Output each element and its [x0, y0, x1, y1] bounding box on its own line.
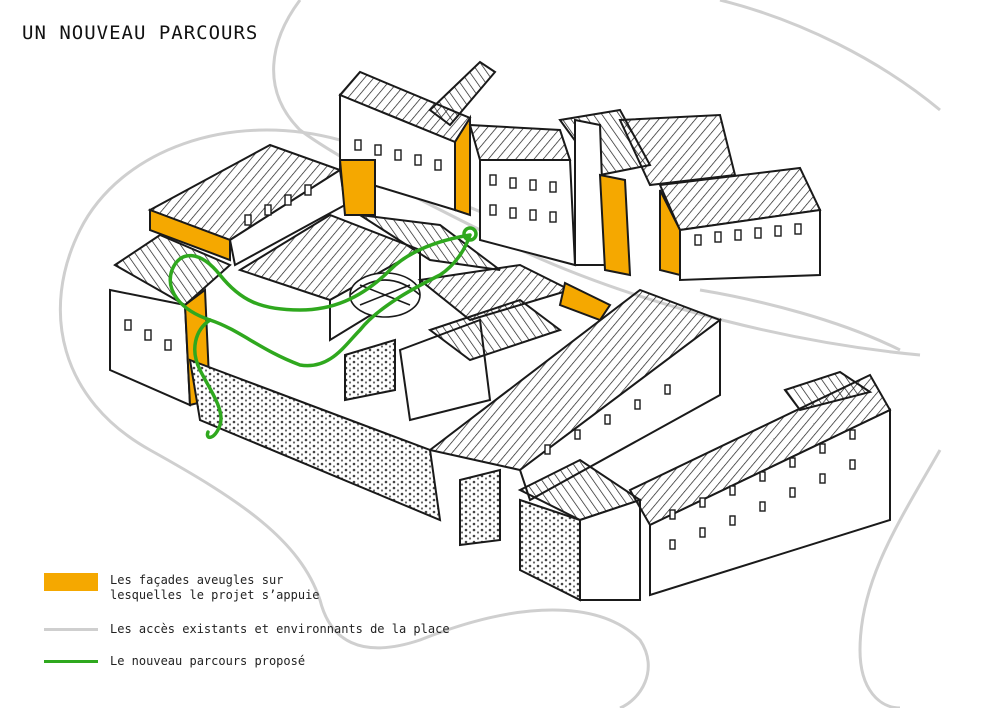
legend-label-existing-access: Les accès existants et environnants de l…: [110, 622, 450, 636]
legend-label-blind-facades: Les façades aveugles sur lesquelles le p…: [110, 573, 320, 602]
building-south-range: [188, 288, 892, 602]
page-title: UN NOUVEAU PARCOURS: [22, 22, 259, 44]
building-west-wing: [109, 143, 376, 407]
legend-item-existing-access: Les accès existants et environnants de l…: [44, 622, 450, 637]
legend-label-new-route: Le nouveau parcours proposé: [110, 654, 306, 668]
orange-fill-swatch: [44, 573, 98, 591]
windows: [124, 139, 856, 550]
green-line-swatch: [44, 660, 98, 663]
existing-access-lines: [59, 0, 942, 708]
legend-item-new-route: Le nouveau parcours proposé: [44, 654, 305, 669]
legend-item-blind-facades: Les façades aveugles sur lesquelles le p…: [44, 573, 320, 603]
gray-line-swatch: [44, 628, 98, 631]
new-route: [168, 226, 478, 440]
